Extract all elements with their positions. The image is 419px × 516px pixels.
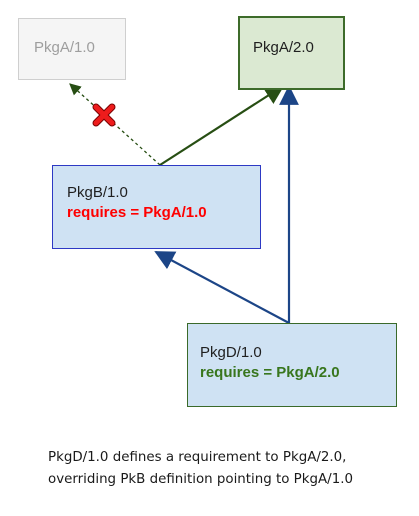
requirement-label: requires = PkgA/2.0 <box>200 364 340 381</box>
node-pkgA-1-0: PkgA/1.0 <box>18 18 126 80</box>
node-label: PkgA/1.0 <box>34 39 95 56</box>
edge-pkgB-to-pkgA2 <box>159 84 285 166</box>
node-pkgD-1-0: PkgD/1.0 requires = PkgA/2.0 <box>187 323 397 407</box>
node-label: PkgA/2.0 <box>253 39 314 56</box>
caption-line: overriding PkB definition pointing to Pk… <box>48 472 353 487</box>
red-x-icon <box>92 103 116 127</box>
requirement-label: requires = PkgA/1.0 <box>67 204 207 221</box>
node-label: PkgD/1.0 <box>200 344 262 361</box>
edge-pkgD-to-pkgB <box>154 251 290 324</box>
node-label: PkgB/1.0 <box>67 184 128 201</box>
node-pkgB-1-0: PkgB/1.0 requires = PkgA/1.0 <box>52 165 261 249</box>
node-pkgA-2-0: PkgA/2.0 <box>238 16 345 90</box>
caption-line: PkgD/1.0 defines a requirement to PkgA/2… <box>48 450 347 465</box>
diagram-caption: PkgD/1.0 defines a requirement to PkgA/2… <box>48 447 408 491</box>
